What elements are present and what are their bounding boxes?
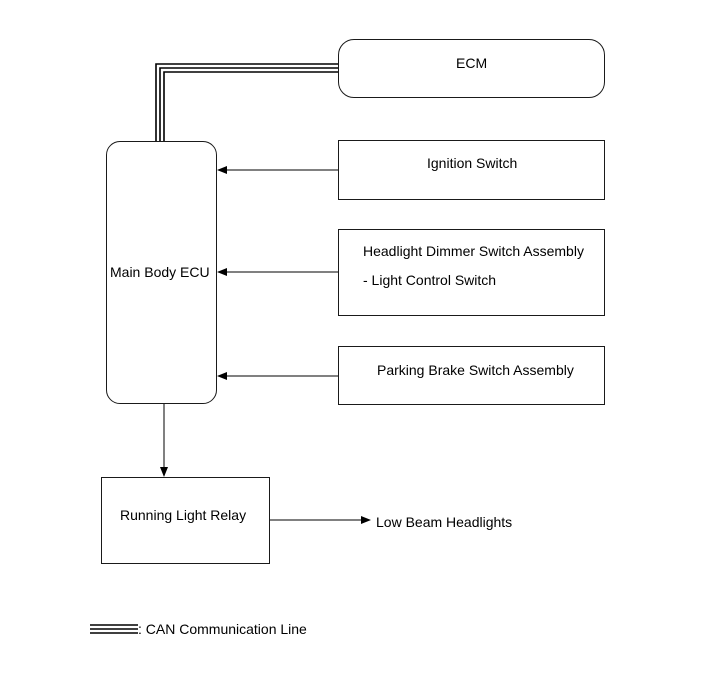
ecm-box: [338, 39, 605, 98]
headlight-dimmer-switch-label: Headlight Dimmer Switch Assembly: [363, 243, 584, 259]
ecm-label: ECM: [456, 55, 488, 71]
running-light-relay-label: Running Light Relay: [120, 507, 247, 523]
parking-brake-switch-label: Parking Brake Switch Assembly: [377, 362, 574, 378]
parking-brake-switch-box: [338, 346, 605, 405]
running-light-relay-box: [101, 477, 270, 564]
main-body-ecu-label: Main Body ECU: [110, 264, 210, 280]
ignition-switch-label: Ignition Switch: [427, 155, 518, 171]
can-line-ecm-to-main-body-ecu: [155, 63, 338, 141]
light-control-switch-label: - Light Control Switch: [363, 272, 497, 288]
ignition-switch-box: [338, 140, 605, 200]
low-beam-headlights-label: Low Beam Headlights: [376, 514, 513, 530]
legend-can-symbol: [90, 624, 138, 634]
legend-can-label: : CAN Communication Line: [138, 621, 307, 637]
main-body-ecu-box: [106, 141, 217, 404]
headlight-dimmer-switch-box: [338, 229, 605, 316]
